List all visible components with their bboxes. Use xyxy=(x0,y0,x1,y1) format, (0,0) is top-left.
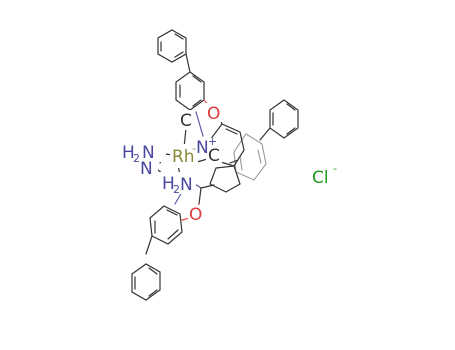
lower-c-o-bond-1 xyxy=(198,187,202,205)
chloride-charge: - xyxy=(333,162,337,175)
carbon-label-top: C xyxy=(180,111,192,131)
oxygen-label-top: O xyxy=(207,104,220,124)
rhodium-label: Rh xyxy=(172,147,195,167)
lower-biaryl-bond xyxy=(145,235,153,255)
nh2-low-h: H xyxy=(162,174,175,194)
chloride-label: Cl xyxy=(312,168,329,188)
nh2-left-n: N xyxy=(142,143,155,163)
top-arene-ring xyxy=(175,71,205,111)
lower-fused-ring xyxy=(209,165,241,193)
top-phenyl-ring xyxy=(157,29,187,63)
lower-phenyl-ring xyxy=(131,263,161,301)
nh2-low-subscript: 2 xyxy=(173,183,180,196)
lower-arene-ring xyxy=(149,205,183,245)
nh2-left-subscript: 2 xyxy=(133,152,140,165)
right-back-ring xyxy=(233,133,267,181)
oxygen-label-bottom: O xyxy=(189,205,202,225)
nitrogen-cation-label: N xyxy=(196,138,209,158)
carbon-label-mid: C xyxy=(208,146,220,166)
nh2-left-h: H xyxy=(122,143,135,163)
top-ring-n-bond xyxy=(195,111,204,137)
right-biaryl-bond xyxy=(259,127,271,141)
lower-link-bond xyxy=(200,184,215,189)
nh2-low-n: N xyxy=(180,175,193,195)
top-biaryl-bond xyxy=(185,53,191,73)
right-phenyl-ring xyxy=(269,99,299,139)
nitrogen-cation-charge: + xyxy=(208,135,217,148)
amine-n-label: N xyxy=(140,159,153,179)
rhodium-charge: - xyxy=(192,142,196,155)
